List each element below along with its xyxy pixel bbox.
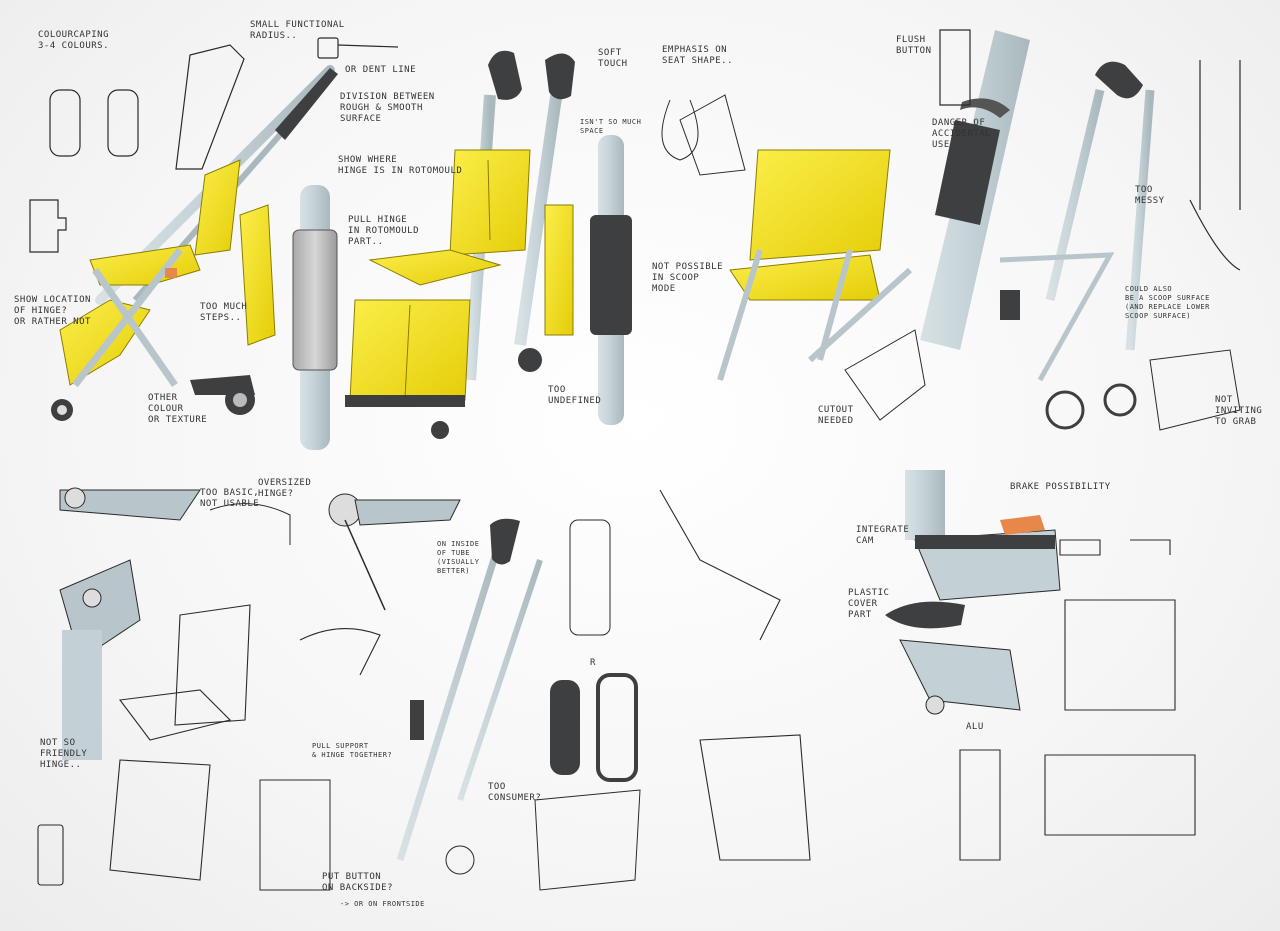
note-danger-accidental: danger of accidental use — [932, 118, 992, 150]
note-too-messy: too messy — [1135, 185, 1165, 206]
button-cover-sketches — [259, 519, 641, 891]
hinge-sketches-bottom-left — [59, 487, 461, 760]
note-plastic-cover: plastic cover part — [848, 588, 890, 620]
frame-chair-right — [999, 61, 1241, 431]
note-or-dent-line: or dent line — [345, 65, 417, 75]
note-could-also-scoop: could also be a scoop surface (and repla… — [1125, 285, 1210, 320]
frame-handle-bottom-center — [396, 518, 543, 875]
note-cutout-needed: cutout needed — [818, 405, 854, 426]
note-soft-touch: soft touch — [598, 48, 628, 69]
wireframe-shapes-top-left — [29, 37, 399, 253]
note-pull-support: pull support & hinge together? — [312, 742, 393, 759]
note-isnt-so-much-space: isn't so much space — [580, 118, 642, 135]
wireframe-seat-bottom-left — [37, 604, 381, 886]
profile-sketches-far-right — [939, 29, 1241, 271]
yellow-scoop-chair — [661, 94, 926, 421]
note-emphasis-seat: Emphasis on seat shape.. — [662, 45, 734, 66]
tube-closeup-dark-sleeve — [590, 135, 632, 425]
note-oversized-hinge: oversized hinge? — [258, 478, 312, 499]
note-too-much-steps: too much steps.. — [200, 302, 248, 323]
note-not-possible-scoop: not possible in scoop mode — [652, 262, 724, 294]
note-show-hinge-roto: show where hinge is in rotomould — [338, 155, 463, 176]
note-small-radius: small functional radius.. — [250, 20, 345, 41]
note-on-inside-tube: on inside of tube (visually better) — [437, 540, 480, 575]
yellow-chair-front-view — [345, 50, 575, 439]
hinge-exploded-view — [885, 470, 1061, 715]
note-alu: alu — [966, 722, 984, 732]
note-r-label: R — [590, 658, 596, 668]
note-pull-hinge: pull hinge in rotomould part.. — [348, 215, 420, 247]
note-or-on-frontside: -> or on frontside — [340, 900, 425, 908]
wireframe-frame-bottom-right — [659, 489, 1196, 861]
note-show-location-hinge: show location of hinge? or rather not — [14, 295, 91, 327]
yellow-chair-side-view — [51, 65, 338, 421]
note-colour-caping: Colourcaping 3-4 colours. — [38, 30, 110, 51]
note-division-surface: division between rough & smooth surface — [340, 92, 435, 124]
note-flush-button: flush button — [896, 35, 932, 56]
handle-closeup-dark-grip — [920, 30, 1030, 350]
note-not-inviting: not inviting to grab — [1215, 395, 1263, 427]
note-too-consumer: too consumer? — [488, 782, 542, 803]
note-too-basic: too basic, not usable — [200, 488, 260, 509]
note-other-colour: other colour or texture — [148, 393, 208, 425]
note-not-so-friendly: not so friendly hinge.. — [40, 738, 88, 770]
note-too-undefined: too undefined — [548, 385, 602, 406]
note-brake-possibility: Brake possibility — [1010, 482, 1111, 492]
tube-closeup-left — [239, 185, 338, 450]
note-put-button-backside: put button on backside? — [322, 872, 394, 893]
note-integrate-cam: integrate cam — [856, 525, 910, 546]
